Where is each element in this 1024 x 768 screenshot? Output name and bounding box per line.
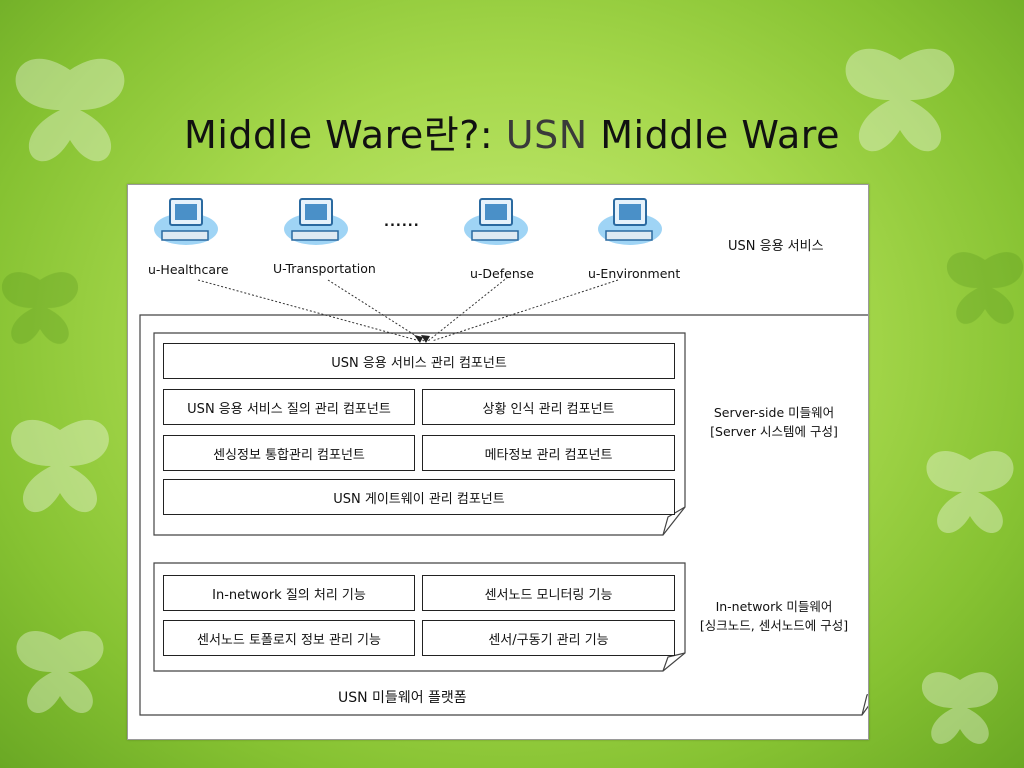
butterfly-icon <box>11 419 109 513</box>
component-app-service-mgmt: USN 응용 서비스 관리 컴포넌트 <box>163 343 675 379</box>
computer-icon <box>464 198 528 245</box>
computer-icon <box>154 198 218 245</box>
component-node-monitoring: 센서노드 모니터링 기능 <box>422 575 675 611</box>
component-actuator-mgmt: 센서/구동기 관리 기능 <box>422 620 675 656</box>
slide-title: Middle Ware란?: USN Middle Ware <box>0 104 1024 159</box>
diagram-panel: u-Healthcare U-Transportation u-Defense … <box>127 184 869 740</box>
client-label-transportation: U-Transportation <box>273 261 376 276</box>
title-main: Middle Ware란?: <box>184 113 494 157</box>
component-sensing-integration: 센싱정보 통합관리 컴포넌트 <box>163 435 415 471</box>
platform-label: USN 미들웨어 플랫폼 <box>338 690 467 706</box>
component-metadata-mgmt: 메타정보 관리 컴포넌트 <box>422 435 675 471</box>
component-gateway-mgmt: USN 게이트웨이 관리 컴포넌트 <box>163 479 675 515</box>
server-side-label-line1: Server-side 미들웨어 <box>713 405 835 420</box>
component-context-mgmt: 상황 인식 관리 컴포넌트 <box>422 389 675 425</box>
in-network-label-line2: [싱크노드, 센서노드에 구성] <box>699 618 849 633</box>
client-label-environment: u-Environment <box>588 266 681 281</box>
in-network-label-line1: In-network 미들웨어 <box>715 599 833 614</box>
title-tail: Middle Ware <box>600 113 840 157</box>
service-arrows <box>197 276 619 342</box>
butterfly-icon <box>946 252 1024 324</box>
computer-icon <box>598 198 662 245</box>
butterfly-icon <box>16 631 104 713</box>
component-query-mgmt: USN 응용 서비스 질의 관리 컴포넌트 <box>163 389 415 425</box>
app-service-label: USN 응용 서비스 <box>728 239 824 254</box>
computer-icon <box>284 198 348 245</box>
client-ellipsis: ...... <box>384 215 420 230</box>
component-topology-mgmt: 센서노드 토폴로지 정보 관리 기능 <box>163 620 415 656</box>
client-label-healthcare: u-Healthcare <box>148 262 229 277</box>
client-label-defense: u-Defense <box>470 266 534 281</box>
butterfly-icon <box>1 272 79 344</box>
butterfly-icon <box>921 672 999 744</box>
butterfly-icon <box>845 48 955 152</box>
in-network-label: In-network 미들웨어 [싱크노드, 센서노드에 구성] <box>684 597 864 635</box>
server-side-label-line2: [Server 시스템에 구성] <box>710 424 838 439</box>
platform-frame <box>139 314 868 716</box>
butterfly-icon <box>926 451 1014 533</box>
server-side-label: Server-side 미들웨어 [Server 시스템에 구성] <box>694 403 854 441</box>
title-usn: USN <box>505 113 588 157</box>
component-in-network-query: In-network 질의 처리 기능 <box>163 575 415 611</box>
butterfly-icon <box>15 58 125 162</box>
